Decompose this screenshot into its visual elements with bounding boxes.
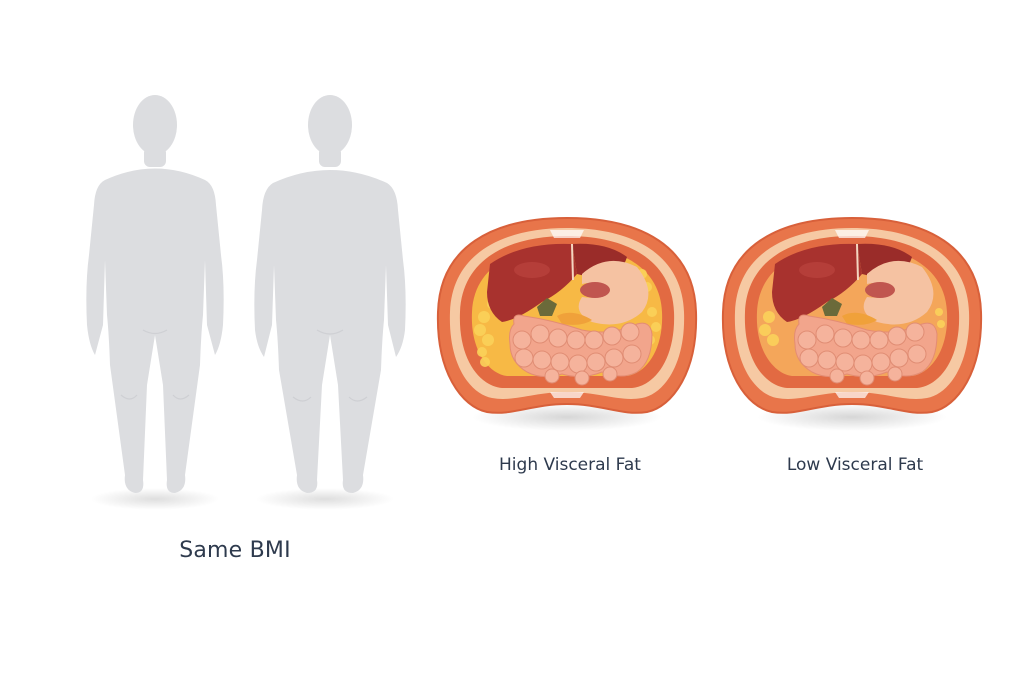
figure-shadow xyxy=(90,488,220,510)
human-silhouette-icon xyxy=(254,95,406,493)
abdominal-cross-section-high-fat xyxy=(436,216,698,431)
human-silhouette-icon xyxy=(86,95,224,493)
same-bmi-caption: Same BMI xyxy=(179,538,291,563)
abdominal-cross-section-low-fat xyxy=(721,216,983,431)
figure-shadow xyxy=(255,488,395,510)
high-visceral-fat-caption: High Visceral Fat xyxy=(499,455,641,475)
low-visceral-fat-caption: Low Visceral Fat xyxy=(786,455,924,475)
